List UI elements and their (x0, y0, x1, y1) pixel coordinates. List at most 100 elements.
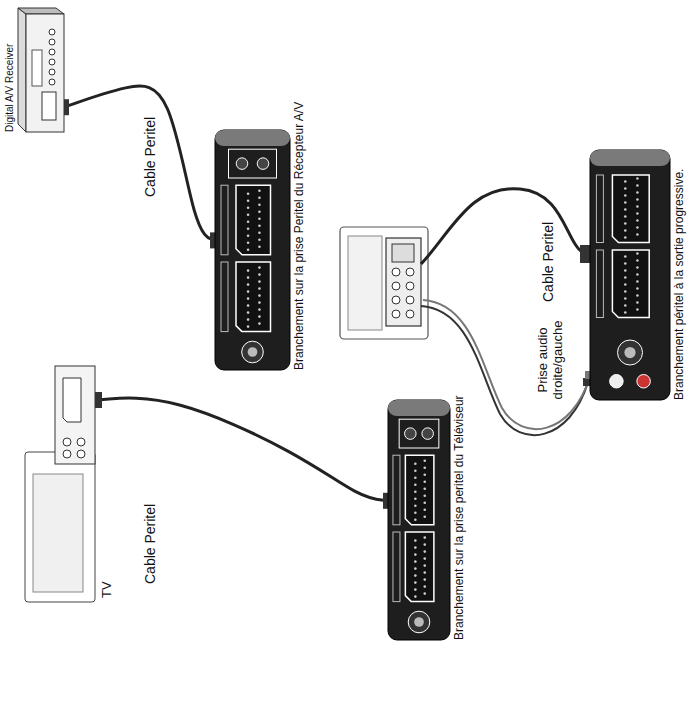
scart-pin (414, 595, 417, 598)
panel-end-cap (215, 130, 290, 146)
tv-outline (340, 227, 428, 339)
scart-pin (636, 280, 639, 283)
scart-socket (236, 185, 271, 255)
scart-socket (612, 250, 649, 318)
rca-jack (637, 375, 651, 389)
cable-label: Cable Peritel (142, 115, 158, 199)
socket-label-plate (221, 262, 228, 332)
rca-jack (406, 296, 414, 304)
scart-pin (624, 236, 627, 239)
scart-pin (247, 276, 250, 279)
round-jack (408, 611, 430, 633)
scart-pin (624, 311, 627, 314)
tv-screen (33, 474, 83, 592)
panel-body (215, 130, 290, 370)
scart-pin (247, 325, 250, 328)
rca-jack (392, 268, 400, 276)
scart-pin (636, 191, 639, 194)
rf-jack (236, 158, 248, 170)
rca-jack (406, 310, 414, 318)
scart-pin (414, 574, 417, 577)
tv-drawing (15, 364, 97, 604)
scart-pin (247, 249, 250, 252)
scart-pin (636, 259, 639, 262)
scart-pin (636, 233, 639, 236)
scart-socket (405, 532, 434, 602)
cable-label: Cable Peritel (540, 220, 556, 304)
round-jack-core (624, 347, 635, 358)
scart-pin (636, 294, 639, 297)
scart-pin (636, 184, 639, 187)
rca-jack (49, 69, 55, 75)
scart-pin (414, 512, 417, 515)
panel-drawing (388, 400, 450, 640)
rca-jack (49, 59, 55, 65)
receiver-shape (18, 8, 64, 132)
scart-pin (414, 498, 417, 501)
scart-cable (64, 86, 215, 240)
scart-pin (423, 564, 426, 567)
scart-pin (423, 509, 426, 512)
scart-pin (414, 567, 417, 570)
scart-pin (258, 218, 261, 221)
scart-socket (236, 262, 271, 332)
scart-plug (580, 245, 590, 263)
scart-pin (423, 550, 426, 553)
scart-pin (414, 505, 417, 508)
scart-pin (636, 226, 639, 229)
scart-pin (636, 219, 639, 222)
scart-pin (258, 211, 261, 214)
caption: Branchement sur la prise peritel du Télé… (452, 395, 466, 640)
scart-pin (624, 187, 627, 190)
scart-pin (258, 246, 261, 249)
scart-pin (247, 304, 250, 307)
scart-pin (247, 193, 250, 196)
receiver-drawing (18, 8, 64, 132)
socket-label-plate (596, 250, 603, 318)
rca-jack (77, 450, 85, 458)
scart-pin (423, 578, 426, 581)
socket-label-plate (393, 532, 400, 602)
scart-pin (423, 481, 426, 484)
av-receiver: Digital A/V Receiver (4, 8, 64, 132)
rf-box (229, 149, 277, 178)
rca-jack (49, 39, 55, 45)
scart-pin (624, 215, 627, 218)
rca-jack (63, 438, 71, 446)
caption: Branchement péritel à la sortie progress… (672, 150, 686, 400)
round-jack (618, 340, 643, 365)
scart-pin (624, 262, 627, 265)
scart-pin (414, 588, 417, 591)
scart-pin (247, 269, 250, 272)
scart-pin (258, 197, 261, 200)
receiver-top (18, 8, 26, 132)
scart-socket (42, 92, 56, 120)
rca-jack (49, 49, 55, 55)
scart-pin (624, 304, 627, 307)
scart-pin (624, 269, 627, 272)
scart-socket (63, 378, 81, 422)
tv-connector-panel (55, 366, 95, 464)
scart-pin (624, 276, 627, 279)
scart-pin (414, 470, 417, 473)
socket-label-plate (393, 455, 400, 525)
round-jack-core (414, 617, 424, 627)
rca-jack (392, 310, 400, 318)
tv-screen (348, 236, 382, 330)
scart-pin (247, 207, 250, 210)
rca-jack (77, 438, 85, 446)
tv-set: TV (15, 364, 115, 604)
scart-pin (624, 297, 627, 300)
scart-pin (423, 460, 426, 463)
scart-pin (423, 592, 426, 595)
scart-pin (423, 488, 426, 491)
rf-jack (257, 158, 269, 170)
socket-label-plate (221, 185, 228, 255)
scart-pin (636, 266, 639, 269)
receiver-display (32, 50, 42, 86)
rca-jack (610, 375, 624, 389)
rear-panel: Branchement sur la prise Peritel du Réce… (215, 102, 306, 370)
scart-pin (247, 221, 250, 224)
